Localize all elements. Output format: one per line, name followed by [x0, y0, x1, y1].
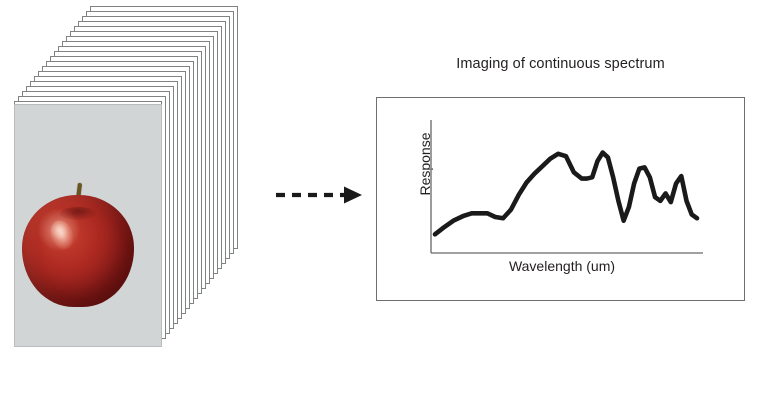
x-axis-label: Wavelength (um): [508, 258, 616, 274]
chart-title: Imaging of continuous spectrum: [456, 56, 665, 72]
transform-arrow: [262, 178, 372, 212]
apple-body: [22, 195, 134, 307]
hyperspectral-image-stack: [0, 0, 240, 365]
apple-top-dimple: [60, 207, 96, 220]
apple-image: [22, 182, 134, 307]
chart-panel: Response Wavelength (um): [376, 97, 745, 301]
spectrum-plot: [430, 120, 703, 254]
arrow-icon: [276, 186, 362, 204]
spectrum-curve: [432, 150, 700, 237]
